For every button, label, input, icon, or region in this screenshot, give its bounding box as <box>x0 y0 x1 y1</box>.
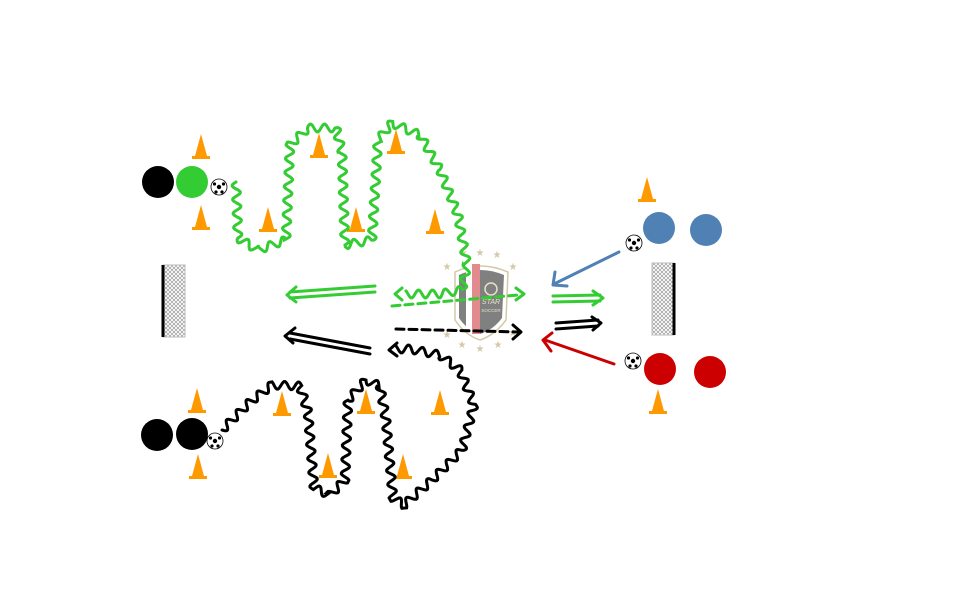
blue-pass-arrow <box>551 250 621 288</box>
goal-left <box>161 264 186 338</box>
cone-icon <box>188 388 206 413</box>
balls <box>206 178 643 450</box>
svg-text:★: ★ <box>476 248 485 259</box>
player-icon <box>142 166 174 198</box>
player-icon <box>141 419 173 451</box>
player-icon <box>690 214 722 246</box>
goal-right <box>651 262 676 336</box>
cone-icon <box>394 454 412 479</box>
cone-icon <box>192 134 210 159</box>
player-icon <box>644 353 676 385</box>
crest-text-line2: SOCCER <box>481 308 501 313</box>
cone-icon <box>273 391 291 416</box>
cone-icon <box>431 390 449 415</box>
player-icon <box>643 212 675 244</box>
soccer-ball-icon <box>210 178 228 196</box>
cone-icon <box>638 177 656 202</box>
svg-text:★: ★ <box>476 344 485 355</box>
cone-icon <box>310 133 328 158</box>
svg-text:★: ★ <box>443 330 452 341</box>
player-icon <box>176 418 208 450</box>
svg-text:★: ★ <box>493 250 502 261</box>
soccer-ball-icon <box>624 352 642 370</box>
cone-icon <box>259 207 277 232</box>
svg-text:★: ★ <box>509 262 518 273</box>
cone-icon <box>189 454 207 479</box>
svg-text:★: ★ <box>443 262 452 273</box>
cone-icon <box>649 389 667 414</box>
dribble-paths <box>220 119 479 510</box>
cone-icon <box>426 209 444 234</box>
red-pass-arrow <box>541 331 616 366</box>
soccer-ball-icon <box>625 234 643 252</box>
black-dribble-path <box>220 343 479 510</box>
cone-icon <box>192 205 210 230</box>
soccer-ball-icon <box>206 432 224 450</box>
black-dashed-run-arrow <box>394 327 520 334</box>
green-arrowhead <box>514 286 526 302</box>
black-pass-right-arrow <box>554 315 603 332</box>
cone-icon <box>357 389 375 414</box>
green-dashed-run-arrow <box>390 293 520 308</box>
black-pass-left-arrow <box>283 326 399 358</box>
svg-text:★: ★ <box>509 328 518 339</box>
club-crest-icon: ★ ★ ★ ★ ★ ★ ★ ★ ★ ★ STAR SOCCER <box>443 248 518 355</box>
cone-icon <box>319 453 337 478</box>
green-dribble-path <box>230 119 472 300</box>
player-icon <box>176 166 208 198</box>
svg-text:★: ★ <box>494 340 503 351</box>
players <box>141 166 726 451</box>
green-pass-right-arrow <box>551 289 605 307</box>
green-pass-left-arrow <box>285 284 404 304</box>
player-icon <box>694 356 726 388</box>
svg-text:★: ★ <box>458 340 467 351</box>
crest-text-line1: STAR <box>482 299 500 306</box>
